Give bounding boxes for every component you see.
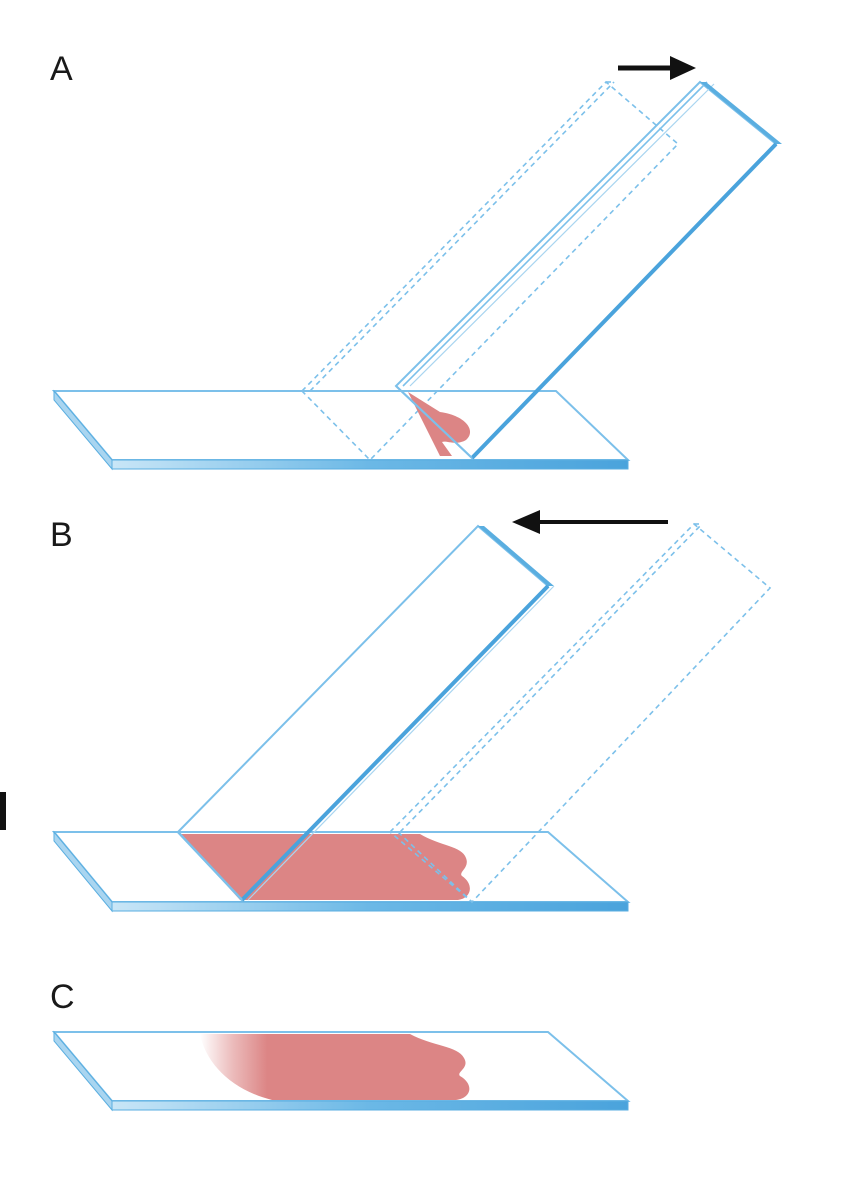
panel-label-a: A	[50, 50, 73, 88]
spreader-ghost-b	[388, 522, 772, 904]
panel-b	[51, 510, 772, 913]
panel-label-c: C	[50, 978, 75, 1016]
blood-smear-b	[180, 834, 470, 900]
blood-drop-a	[408, 392, 471, 456]
blood-smear-c	[200, 1034, 470, 1100]
spreader-slide-a	[394, 80, 782, 460]
spreader-slide-b	[176, 524, 555, 902]
panel-label-b: B	[50, 516, 73, 554]
spreader-ghost-a	[300, 80, 680, 462]
arrow-right-icon	[618, 56, 696, 80]
panel-a	[51, 56, 782, 471]
panel-c	[51, 1030, 631, 1112]
cropped-edge-mark	[0, 792, 6, 830]
arrow-left-icon	[512, 510, 668, 534]
